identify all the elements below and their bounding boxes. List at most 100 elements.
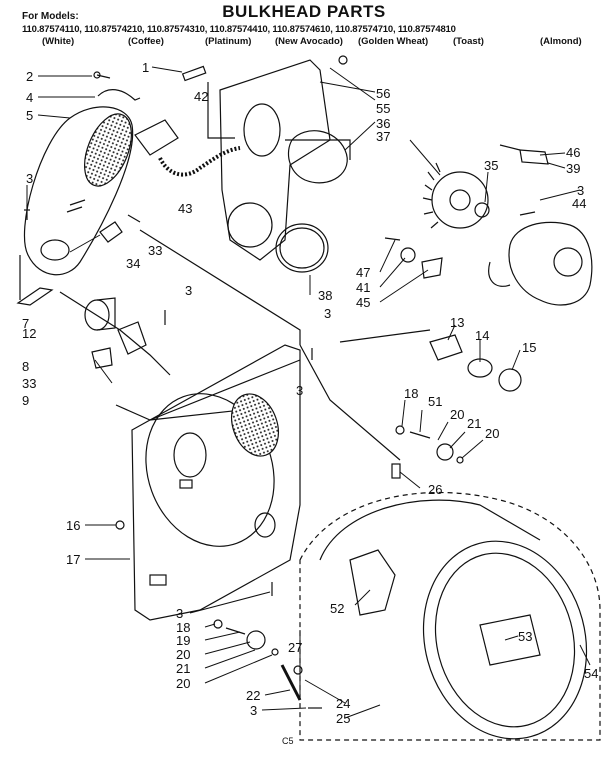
part-21-roller [246, 630, 266, 650]
callout-number: 8 [22, 359, 29, 374]
part-41-bearing [400, 247, 416, 263]
model-number: 110.87574410, [209, 24, 270, 35]
callout-number: 34 [126, 256, 140, 271]
part-51-shaft [409, 431, 431, 439]
callout-number: 25 [336, 711, 350, 726]
part-37-blower-wheel [431, 171, 489, 229]
callout-number: 52 [330, 601, 344, 616]
part-35-nut [474, 202, 490, 218]
callout-number: 21 [176, 661, 190, 676]
callout-labels: 1 2 3 4 5 3 34 33 12 7 8 33 9 42 43 3 56… [22, 60, 598, 726]
part-27-drum [319, 499, 541, 561]
callout-number: 3 [577, 183, 584, 198]
callout-number: 13 [450, 315, 464, 330]
part-2-screw [96, 74, 111, 79]
part-24-washer [293, 665, 303, 675]
reference-line [59, 291, 171, 376]
part-15-lens [498, 368, 522, 392]
part-53-baffle [479, 614, 541, 666]
callout-number: 33 [22, 376, 36, 391]
callout-number: 16 [66, 518, 80, 533]
part-39-clip [519, 149, 549, 165]
callout-number: 20 [485, 426, 499, 441]
part-34-clip [99, 221, 123, 243]
part-18-washer [395, 425, 405, 435]
part-55-duct-opening [243, 103, 281, 157]
part-38-ring-inner [279, 227, 325, 269]
part-44-housing-port [553, 247, 583, 277]
model-color: (Toast) [453, 36, 484, 47]
part-52-baffle [349, 549, 396, 616]
part-17-slot [179, 479, 193, 489]
callout-number: 42 [194, 89, 208, 104]
callout-number: 26 [428, 482, 442, 497]
part-17-opening [173, 432, 207, 478]
callout-number: 19 [176, 633, 190, 648]
part-2-screw-head [93, 71, 101, 79]
callout-number: 2 [26, 69, 33, 84]
part-20-clip [456, 456, 464, 464]
callout-number: 17 [66, 552, 80, 567]
part-9-bracket [91, 347, 113, 369]
callout-number: 33 [148, 243, 162, 258]
part-46-screw [499, 144, 521, 151]
part-56-clip [338, 55, 348, 65]
callout-number: 43 [178, 201, 192, 216]
part-16-screw [115, 520, 125, 530]
part-17-slot [149, 574, 167, 586]
callout-number: 51 [428, 394, 442, 409]
callout-number: 3 [185, 283, 192, 298]
part-4-spring [97, 89, 141, 101]
callout-number: 3 [26, 171, 33, 186]
part-43-wire-harness [158, 146, 241, 177]
part-42-switch [134, 119, 179, 156]
callout-number: 37 [376, 129, 390, 144]
part-5-slot [69, 199, 86, 206]
part-55-bottom-opening [227, 202, 273, 248]
part-44-outlet [488, 261, 511, 287]
model-number: 110.87574110, [22, 24, 82, 35]
footer-code: C5 [282, 736, 294, 746]
callout-number: 15 [522, 340, 536, 355]
part-3-screw [519, 211, 536, 216]
part-36-gasket [287, 130, 348, 184]
callout-number: 39 [566, 161, 580, 176]
callout-number: 18 [176, 620, 190, 635]
part-13-lamp-socket [429, 334, 463, 361]
model-number: 110.87574210, [84, 24, 145, 35]
reference-line [339, 329, 431, 343]
part-22-support [280, 664, 302, 701]
callout-number: 18 [404, 386, 418, 401]
reference-line [285, 139, 351, 160]
part-27-drum-outline [299, 491, 601, 741]
callout-number: 20 [450, 407, 464, 422]
callout-number: 46 [566, 145, 580, 160]
part-7-motor-body [96, 297, 116, 331]
model-number: 110.87574310, [146, 24, 208, 35]
callout-number: 7 [22, 316, 29, 331]
part-20-clip [271, 648, 279, 656]
callout-number: 24 [336, 696, 350, 711]
part-38-ring [275, 223, 329, 273]
model-number: 110.87574810 [397, 24, 456, 35]
reference-line [299, 344, 401, 461]
part-17-lint-screen [231, 393, 279, 457]
callout-number: 41 [356, 280, 370, 295]
callout-number: 14 [475, 328, 489, 343]
callout-number: 5 [26, 108, 33, 123]
callout-number: 36 [376, 116, 390, 131]
model-number-list: 110.87574110, 110.87574210, 110.87574310… [22, 24, 602, 35]
callout-number: 56 [376, 86, 390, 101]
callout-number: 4 [26, 90, 33, 105]
part-55-duct-plate [219, 59, 331, 261]
callout-number: 3 [176, 606, 183, 621]
callout-number: 20 [176, 647, 190, 662]
part-5-mesh-screen [84, 113, 132, 187]
callout-number: 1 [142, 60, 149, 75]
for-models-label: For Models: [22, 11, 79, 22]
callout-number: 9 [22, 393, 29, 408]
part-21-roller [436, 443, 454, 461]
part-18-washer [213, 619, 223, 629]
